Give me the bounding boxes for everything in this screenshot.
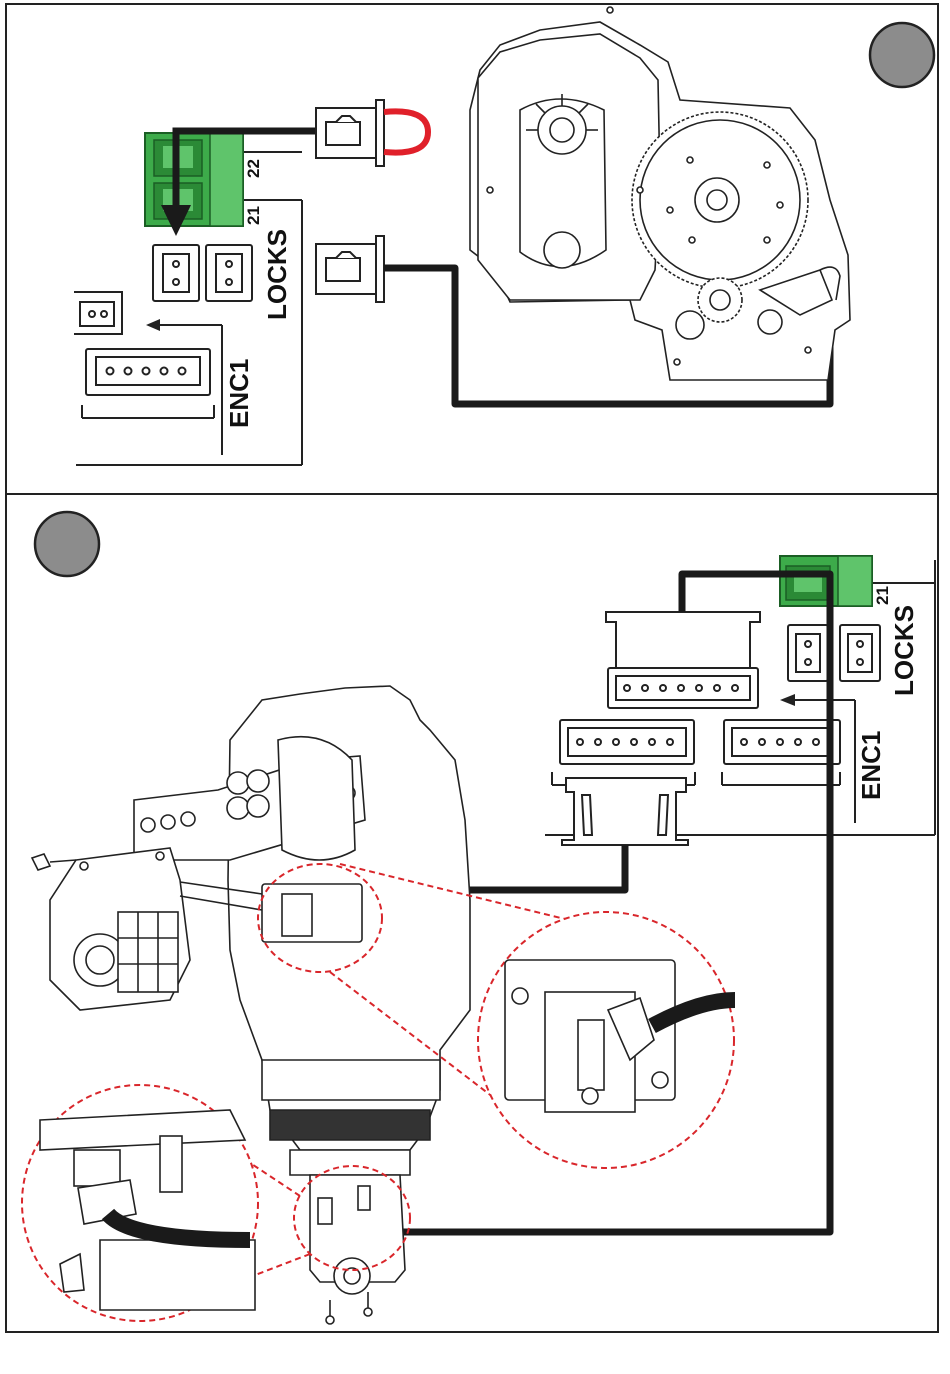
bottom-7pin-connector — [606, 612, 760, 708]
terminal-pin-22: 22 — [244, 159, 263, 178]
top-locks-label: LOCKS — [262, 229, 292, 320]
top-left-partial-connector — [74, 292, 122, 334]
bottom-encoder-plug — [562, 778, 688, 845]
top-gear-motor-illustration — [470, 7, 850, 380]
terminal-pin-21: 21 — [244, 206, 263, 225]
top-terminal-block — [145, 133, 243, 226]
bottom-locks-connectors — [788, 625, 880, 681]
bottom-enc1-label: ENC1 — [856, 731, 886, 800]
bottom-6pin-connector — [560, 720, 694, 764]
top-plug-lower — [316, 236, 384, 302]
bottom-enc-arrowhead — [780, 694, 795, 706]
top-locks-connectors — [153, 245, 252, 301]
bottom-terminal-pin-21: 21 — [873, 586, 892, 605]
bottom-step-badge — [35, 512, 99, 576]
enc-arrowhead — [146, 319, 160, 331]
red-jumper-wire — [384, 111, 428, 152]
bottom-terminal-block — [780, 556, 872, 606]
bottom-panel: 21 LOCKS ENC1 — [22, 512, 935, 1324]
top-panel: 22 21 LOCKS — [74, 7, 934, 465]
top-step-badge — [870, 23, 934, 87]
top-plug-upper — [316, 100, 384, 166]
bottom-enc1-connector — [724, 720, 840, 764]
top-enc1-label: ENC1 — [224, 359, 254, 428]
bottom-locks-label: LOCKS — [889, 605, 919, 696]
top-enc1-connector — [86, 349, 210, 395]
